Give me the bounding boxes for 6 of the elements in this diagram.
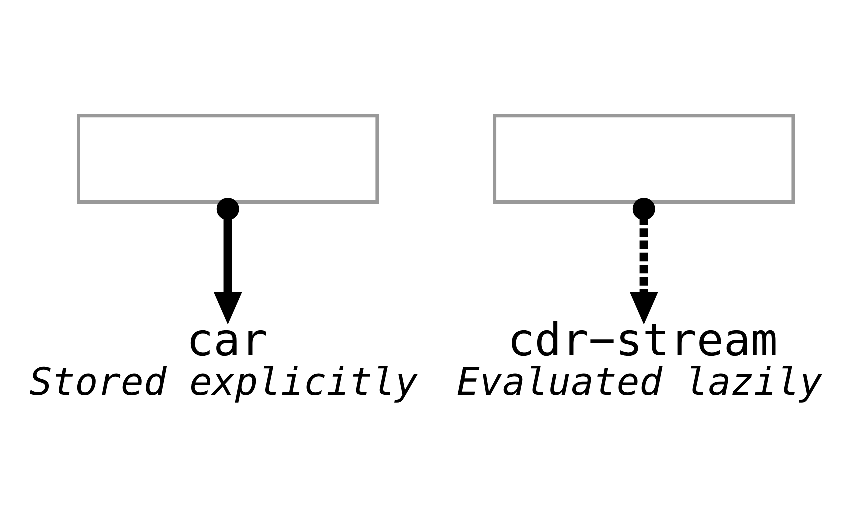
node-text: car Stored explicitly — [30, 313, 418, 404]
node-text: cdr−stream Evaluated lazily — [456, 313, 823, 404]
arrow — [630, 197, 658, 324]
node-box — [493, 114, 796, 204]
arrow — [214, 197, 242, 324]
node-box — [77, 114, 380, 204]
